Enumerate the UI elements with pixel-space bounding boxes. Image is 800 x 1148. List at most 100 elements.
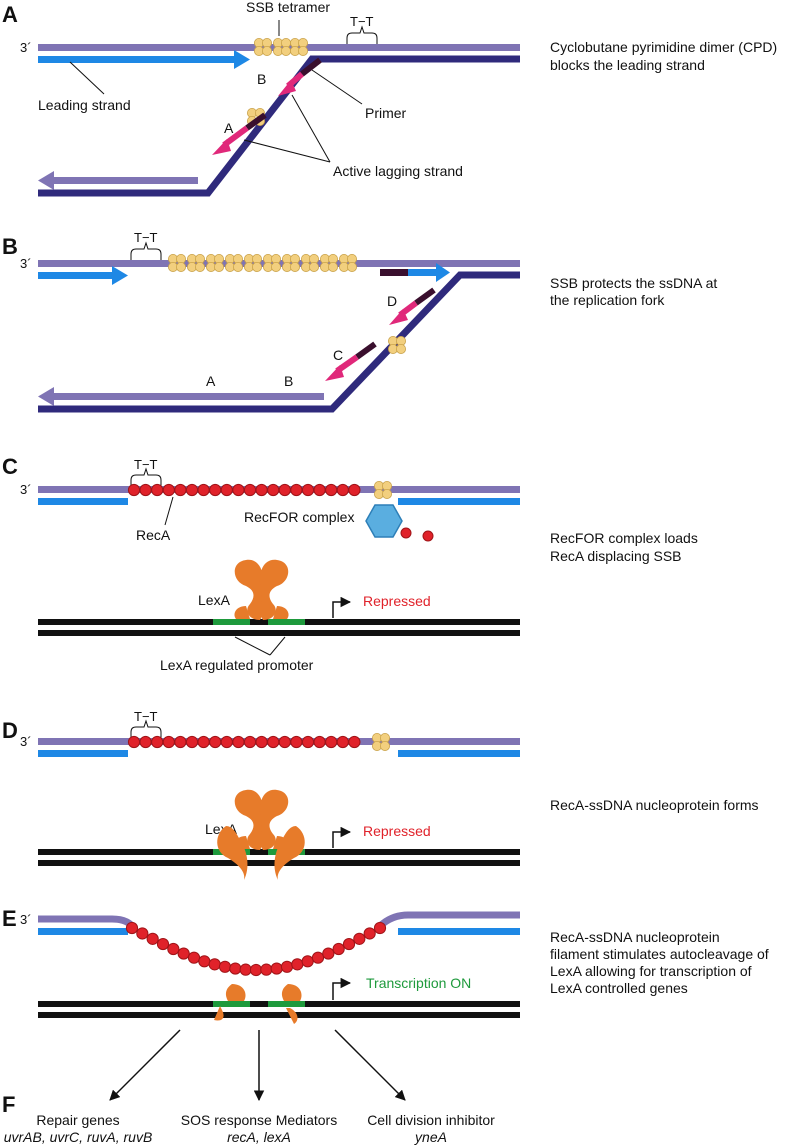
fragment-b-label: B (284, 373, 293, 389)
ssb-tetramer-icon (224, 253, 243, 272)
reca-monomer-icon (290, 735, 303, 749)
ssb-tetramer-icon (186, 253, 205, 272)
ssb-tetramer-icon (387, 335, 406, 354)
reca-monomer-icon (167, 942, 180, 956)
lexa-fragment-icon (225, 984, 246, 1001)
reca-monomer-icon (267, 735, 280, 749)
description-line: RecA displacing SSB (550, 548, 682, 564)
reca-monomer-icon (332, 942, 345, 956)
repair-genes-title: Repair genes (36, 1112, 119, 1128)
ssb-tetramer-icon (371, 733, 390, 752)
sos-mediators-list: recA, lexA (227, 1129, 291, 1145)
transcription-on-status: Transcription ON (366, 975, 471, 991)
recfor-hexagon-icon (365, 504, 403, 538)
lagging-template-strand (38, 271, 520, 413)
reca-monomer-icon (151, 483, 164, 497)
reca-monomer-icon (146, 932, 159, 945)
ssb-tetramer-icon (338, 253, 357, 272)
reca-monomer-icon (174, 735, 187, 749)
description-line: LexA allowing for transcription of (550, 963, 752, 979)
promoter-arrow-icon (332, 826, 352, 848)
dsdna-bottom (38, 630, 520, 636)
active-lagging-label: Active lagging strand (333, 163, 463, 179)
lagging-strand (398, 750, 520, 757)
reca-monomer-icon (325, 483, 338, 497)
reca-filament (127, 483, 361, 497)
okazaki-fragment-ab (38, 387, 324, 406)
leading-pointer (69, 61, 105, 95)
reca-monomer-icon (198, 955, 211, 968)
description-line: LexA controlled genes (550, 980, 688, 996)
okazaki-fragment-left (38, 171, 198, 190)
reca-monomer-icon (139, 735, 152, 749)
lagging-pointer-a (243, 139, 331, 163)
reca-monomer-icon (125, 921, 139, 935)
leading-strand (38, 498, 128, 505)
ssb-tetramer-icon (205, 253, 224, 272)
panel-d: D 3´ T−T LexA Repressed RecA-ssDNA nucle… (2, 709, 759, 866)
reca-monomer-icon (174, 483, 187, 497)
reca-monomer-icon (342, 937, 356, 951)
lexa-label: LexA (198, 592, 231, 608)
description-line: the replication fork (550, 292, 665, 308)
reca-monomer-icon (255, 483, 268, 497)
cpd-bracket: T−T (130, 709, 162, 738)
ssb-tetramer-label: SSB tetramer (246, 0, 330, 15)
ssb-tetramer-icon (371, 733, 390, 752)
cpd-bracket: T−T (130, 230, 162, 260)
reca-monomer-icon (209, 483, 222, 497)
ssb-tetramer-icon (300, 253, 319, 272)
reca-monomer-icon (311, 951, 325, 964)
template-strand (38, 915, 135, 929)
reca-monomer-icon (267, 483, 280, 497)
ssb-tetramer-icon (262, 253, 281, 272)
promoter-arrow-icon (332, 596, 352, 618)
fragment-d-label: D (387, 293, 397, 309)
reca-monomer-icon (301, 735, 315, 749)
ssb-filament (167, 253, 357, 272)
three-prime-label: 3´ (20, 482, 32, 497)
leading-strand-arrow (38, 266, 128, 285)
reca-monomer-icon (162, 735, 175, 749)
reca-monomer-icon (127, 483, 141, 497)
repressed-status: Repressed (363, 823, 431, 839)
panel-letter-a: A (2, 2, 18, 27)
ssb-tetramer-icon (289, 38, 308, 57)
ssb-tetramer-icon (167, 253, 186, 272)
panel-letter-e: E (2, 906, 17, 931)
repair-genes-list: uvrAB, uvrC, ruvA, ruvB (4, 1129, 153, 1145)
lexa-fragment-icon (214, 1006, 224, 1021)
repressed-status: Repressed (363, 593, 431, 609)
promoter-pointer (234, 636, 271, 656)
lexa-fragment-icon (217, 826, 248, 880)
reca-monomer-icon (260, 963, 273, 976)
panel-letter-f: F (2, 1092, 15, 1117)
cpd-label: T−T (134, 457, 158, 472)
reca-monomer-icon (208, 958, 221, 971)
lexa-dimer-icon (234, 789, 289, 850)
panel-letter-d: D (2, 718, 18, 743)
dsdna-bottom (38, 1012, 520, 1018)
lagging-strand (398, 928, 520, 935)
three-prime-label: 3´ (20, 912, 32, 927)
lexa-fragment-icon (286, 1008, 298, 1024)
reca-monomer-icon (151, 735, 164, 749)
lagging-fragment-a (212, 112, 267, 155)
promoter-label: LexA regulated promoter (160, 657, 314, 673)
description-line: Cyclobutane pyrimidine dimer (CPD) (550, 39, 777, 55)
reca-monomer-icon (185, 735, 199, 749)
reca-monomer-icon (162, 483, 175, 497)
reca-filament (125, 921, 387, 977)
lagging-pointer-b (291, 94, 331, 163)
panel-c: C 3´ T−T RecFOR complex RecA LexA Repres… (2, 454, 698, 673)
fragment-b-label: B (257, 71, 266, 87)
leading-strand (38, 928, 128, 935)
reca-monomer-icon (278, 735, 291, 749)
three-prime-label: 3´ (20, 256, 32, 271)
leading-strand-arrow (38, 50, 250, 69)
fragment-a-label: A (224, 120, 234, 136)
ssb-tetramer-icon (387, 335, 406, 354)
reca-pointer (164, 496, 174, 526)
lexa-operator (268, 1001, 305, 1007)
ssb-tetramer-icon (373, 480, 392, 499)
